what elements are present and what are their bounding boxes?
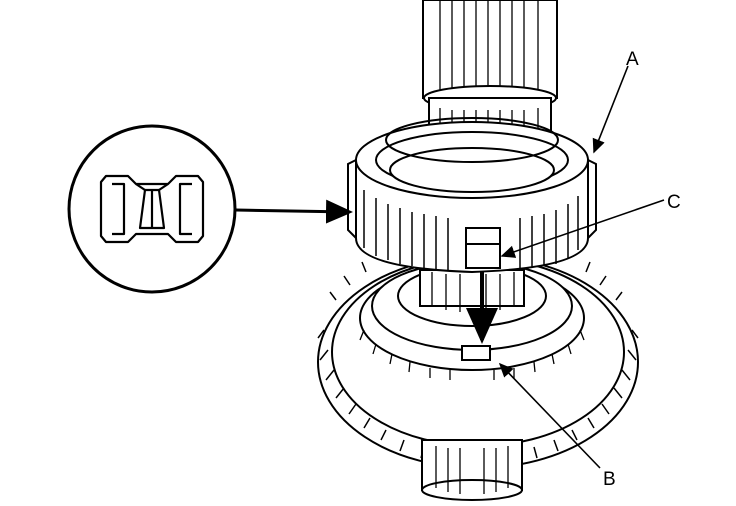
sleeve-tooth-icon (465, 227, 501, 269)
callout-label-a: A (626, 49, 639, 70)
tooth-profile-detail-icon (99, 174, 205, 244)
leader-line-a (592, 65, 629, 154)
leader-line-c (500, 199, 665, 258)
inset-pointer-arrow (235, 199, 353, 224)
callout-label-c: C (667, 192, 681, 213)
leader-line-b (498, 362, 601, 469)
inset-detail (67, 124, 237, 294)
callout-label-b: B (603, 469, 616, 490)
synchro-sleeve-icon (347, 117, 597, 274)
